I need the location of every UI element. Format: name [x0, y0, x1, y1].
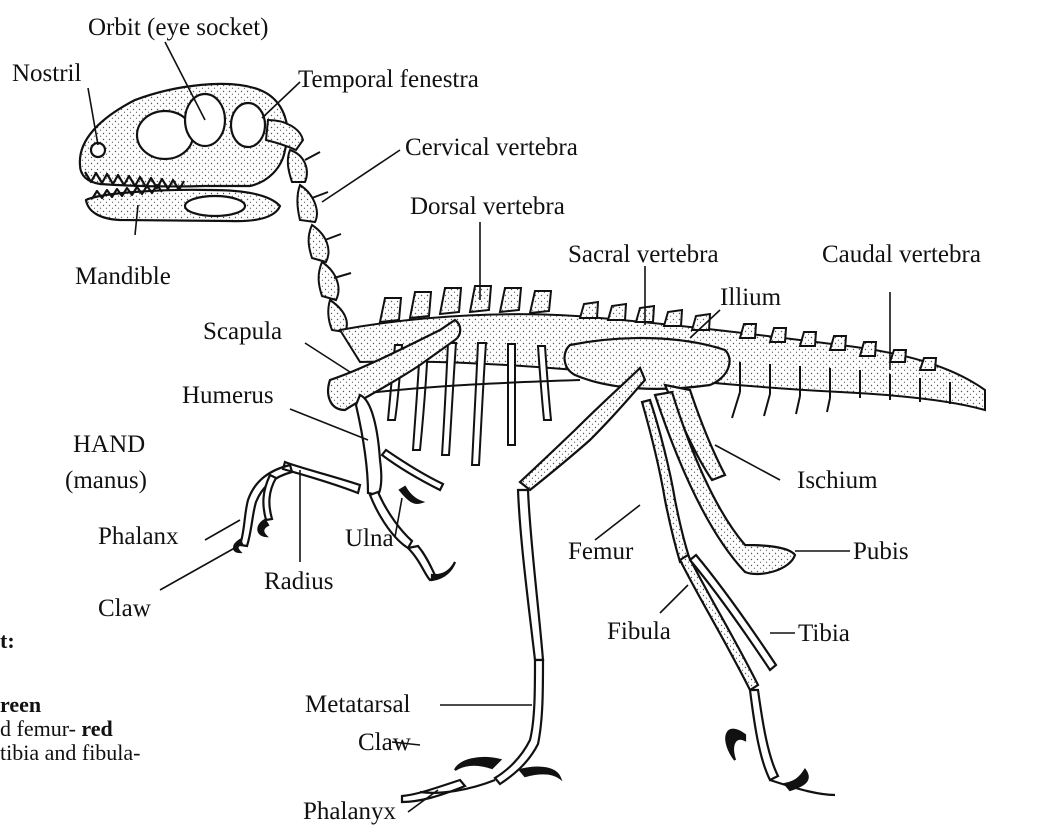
label-ischium: Ischium [797, 467, 878, 495]
humerus-shape [356, 395, 381, 495]
label-humerus: Humerus [182, 382, 274, 410]
skull [80, 84, 288, 221]
illium-shape [565, 338, 730, 389]
label-manus: (manus) [65, 467, 147, 495]
label-scapula: Scapula [203, 318, 282, 346]
label-hand: HAND [73, 431, 145, 459]
label-caudal-vertebra: Caudal vertebra [822, 241, 981, 269]
legend-line-3: d femur- red [0, 716, 113, 742]
label-metatarsal: Metatarsal [305, 691, 411, 719]
legend-line-1: t: [0, 628, 15, 654]
label-mandible: Mandible [75, 263, 171, 291]
hindlimbs [402, 368, 835, 802]
label-femur: Femur [568, 538, 633, 566]
label-illium: Illium [720, 284, 781, 312]
label-ulna: Ulna [345, 525, 394, 553]
label-fibula: Fibula [607, 618, 671, 646]
label-claw-foot: Claw [358, 729, 411, 757]
label-dorsal-vertebra: Dorsal vertebra [410, 193, 565, 221]
label-radius: Radius [264, 568, 333, 596]
label-phalanx: Phalanx [98, 523, 179, 551]
label-pubis: Pubis [853, 538, 909, 566]
label-temporal-fenestra: Temporal fenestra [298, 66, 479, 94]
legend-line-2: reen [0, 692, 41, 718]
label-nostril: Nostril [12, 60, 81, 88]
label-claw-hand: Claw [98, 595, 151, 623]
label-tibia: Tibia [798, 620, 850, 648]
label-orbit: Orbit (eye socket) [88, 14, 268, 42]
label-phalanyx: Phalanyx [303, 798, 396, 826]
label-sacral-vertebra: Sacral vertebra [568, 241, 719, 269]
label-cervical-vertebra: Cervical vertebra [405, 134, 578, 162]
legend-line-4: tibia and fibula- [0, 740, 141, 766]
